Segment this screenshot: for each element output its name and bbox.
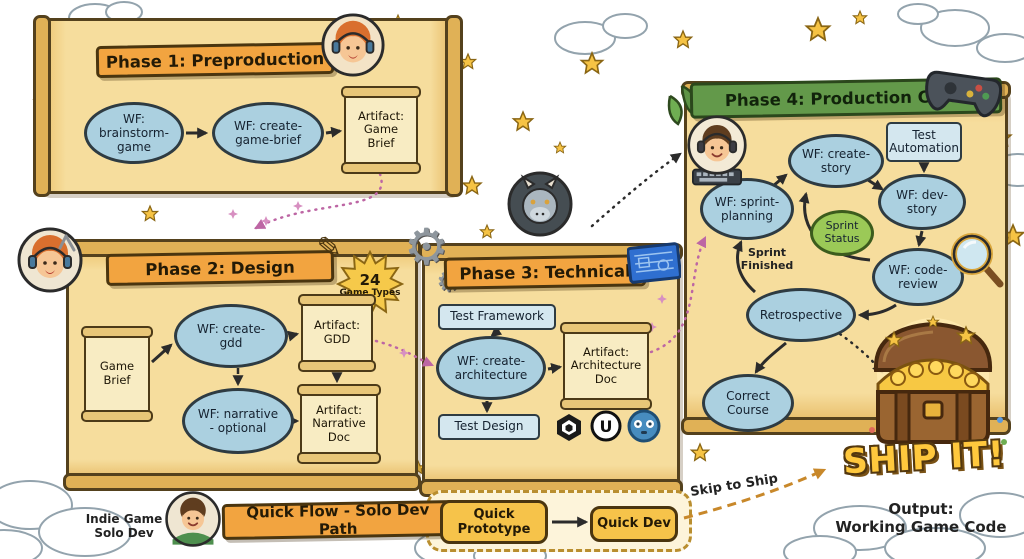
artifact-architecture-doc: Artifact: Architecture Doc — [560, 322, 652, 410]
node-sprint-planning: WF: sprint-planning — [700, 178, 794, 240]
node-create-architecture: WF: create-architecture — [436, 336, 546, 400]
phase3-title-banner: Phase 3: Technical — [443, 254, 647, 290]
node-create-story: WF: create-story — [788, 134, 884, 188]
phase1-title-banner: Phase 1: Preproduction — [95, 41, 335, 79]
solo-dev-label: Indie Game Solo Dev — [85, 512, 163, 541]
testbox-automation: Test Automation — [886, 122, 962, 162]
quick-flow-banner: Quick Flow - Solo Dev Path — [221, 499, 455, 541]
drafting-compass-icon — [58, 234, 76, 252]
skip-to-ship-label: Skip to Ship — [689, 471, 779, 500]
game-types-badge: 24 Game Types — [335, 249, 405, 319]
badge-number: 24 — [359, 270, 381, 289]
phase2-title-banner: Phase 2: Design — [105, 250, 335, 286]
phase4-developer-avatar — [686, 114, 748, 176]
magnifier-icon — [946, 228, 1006, 288]
arrow-dragon-to-phase4 — [590, 152, 682, 228]
phase2-designer-avatar — [16, 226, 84, 294]
output-label-line1: Output: — [888, 500, 954, 518]
node-narrative-optional: WF: narrative - optional — [182, 388, 294, 454]
node-brainstorm-game: WF: brainstorm-game — [84, 102, 184, 164]
sprint-finished-label: Sprint Finished — [740, 246, 794, 273]
testbox-design: Test Design — [438, 414, 540, 440]
artifact-game-brief-input: Game Brief — [81, 326, 153, 422]
node-correct-course: Correct Course — [702, 374, 794, 432]
solo-dev-avatar — [164, 490, 222, 548]
artifact-gdd: Artifact: GDD — [298, 294, 376, 372]
blueprint-icon — [626, 240, 682, 284]
node-sprint-status: Sprint Status — [810, 210, 874, 256]
quick-prototype-box: Quick Prototype — [440, 500, 548, 544]
node-create-gdd: WF: create-gdd — [174, 304, 288, 368]
godot-icon — [626, 408, 662, 444]
treasure-chest-icon — [854, 310, 1012, 460]
unreal-letter: U — [600, 417, 613, 436]
unity-icon — [554, 412, 584, 442]
gamepad-icon — [921, 63, 1005, 123]
phase1-analyst-avatar — [320, 12, 386, 78]
artifact-narrative-doc: Artifact: Narrative Doc — [297, 384, 381, 464]
ship-it-text: SHIP IT! — [842, 433, 1006, 483]
quick-dev-box: Quick Dev — [590, 506, 678, 542]
testbox-framework: Test Framework — [438, 304, 556, 330]
node-dev-story: WF: dev-story — [878, 174, 966, 230]
gear-icon: ⚙ — [404, 218, 449, 276]
badge-text: Game Types — [339, 287, 401, 298]
unreal-icon: U — [590, 410, 622, 442]
starburst-icon — [335, 249, 405, 319]
artifact-game-brief: Artifact: Game Brief — [341, 86, 421, 174]
node-code-review: WF: code-review — [872, 248, 964, 306]
node-create-game-brief: WF: create-game-brief — [212, 102, 324, 164]
output-label-line2: Working Game Code — [835, 518, 1007, 536]
phase3-dragon-avatar — [506, 170, 574, 238]
node-retrospective: Retrospective — [746, 288, 856, 342]
